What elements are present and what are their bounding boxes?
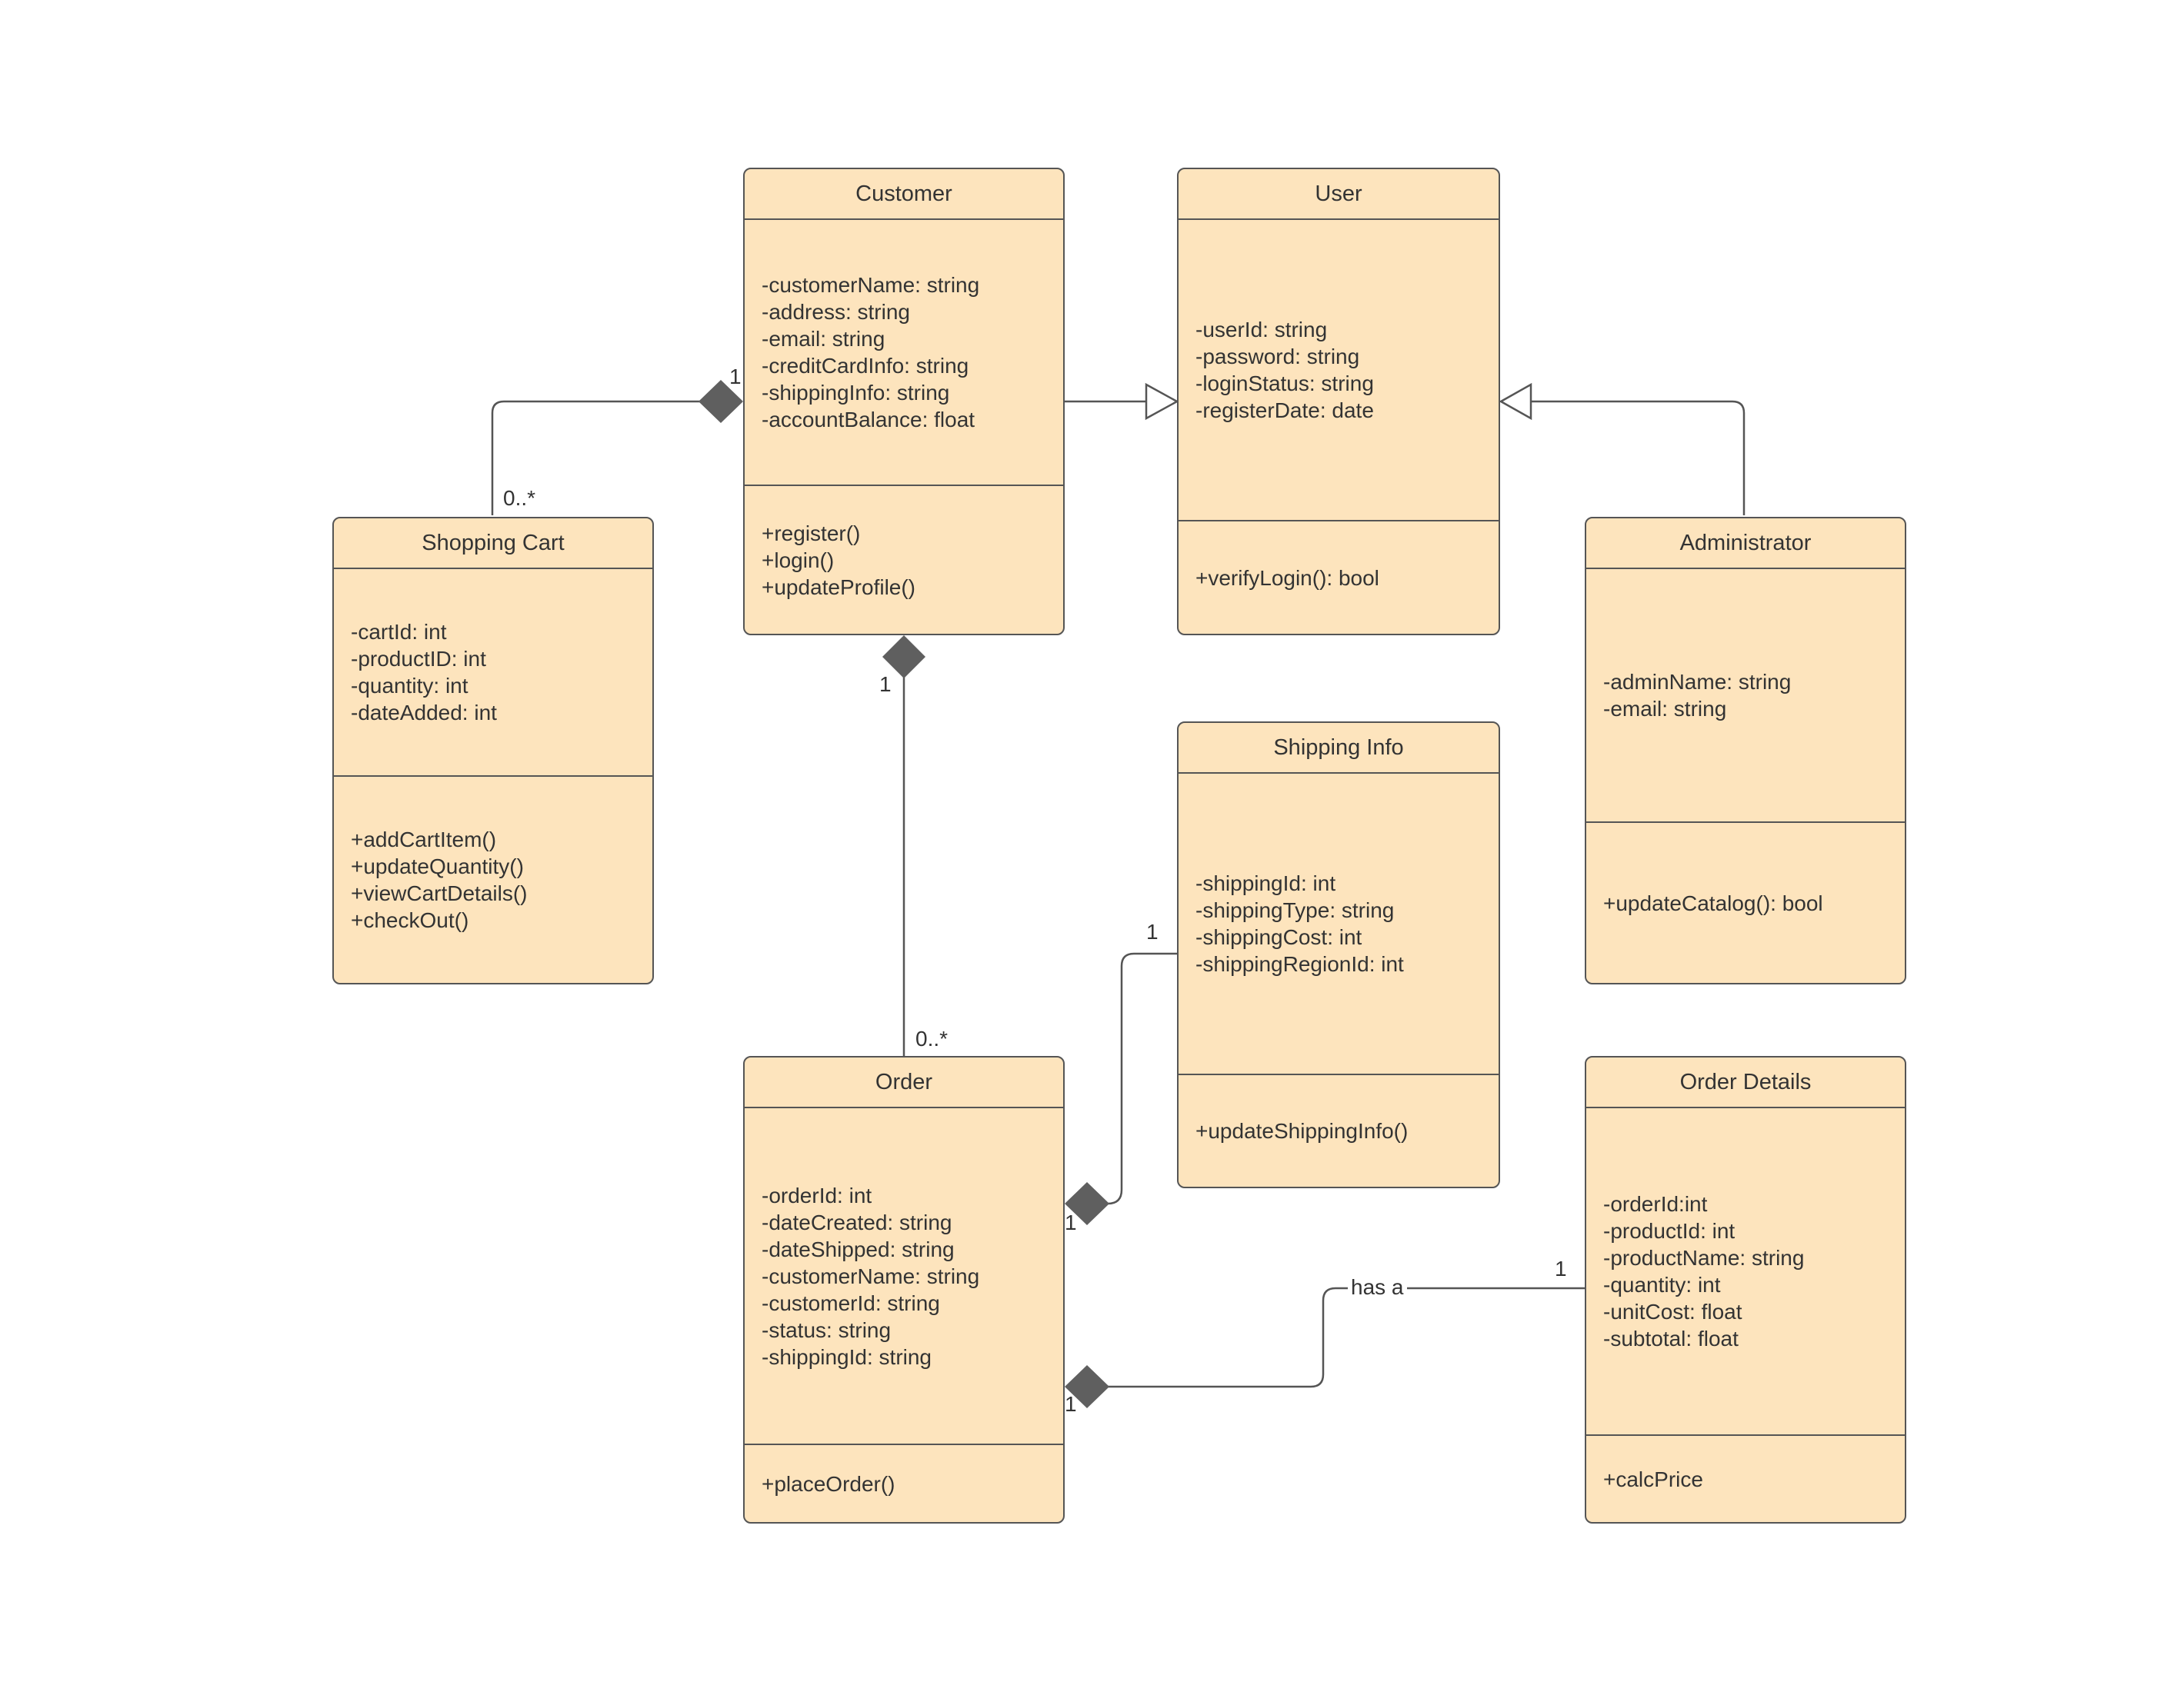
customer-cart-association-line — [491, 400, 700, 515]
admin-user-generalization-line — [1531, 400, 1746, 515]
class-methods: +addCartItem() +updateQuantity() +viewCa… — [334, 777, 652, 983]
class-shopping-cart[interactable]: Shopping Cart -cartId: int -productID: i… — [332, 517, 654, 984]
class-attributes: -orderId:int -productId: int -productNam… — [1586, 1108, 1905, 1436]
method: +placeOrder() — [762, 1471, 895, 1496]
attribute: -dateAdded: int — [351, 701, 497, 724]
attribute: -customerName: string — [762, 273, 980, 297]
attribute: -adminName: string — [1603, 670, 1792, 694]
attribute: -customerId: string — [762, 1291, 940, 1315]
method: +addCartItem() — [351, 828, 497, 851]
multiplicity-label: 1 — [1065, 1392, 1077, 1416]
attribute: -dateCreated: string — [762, 1210, 952, 1234]
attribute: -orderId:int — [1603, 1192, 1708, 1216]
attribute: -email: string — [1603, 697, 1727, 721]
method: +verifyLogin(): bool — [1195, 565, 1379, 590]
attribute: -dateShipped: string — [762, 1237, 955, 1261]
attribute: -shippingId: string — [762, 1344, 932, 1369]
attribute: -accountBalance: float — [762, 408, 975, 431]
class-methods: +register() +login() +updateProfile() — [745, 486, 1063, 634]
class-name: Administrator — [1586, 518, 1905, 569]
composition-diamond — [699, 380, 743, 423]
attribute: -quantity: int — [1603, 1273, 1721, 1297]
attribute: -address: string — [762, 300, 910, 324]
class-shipping-info[interactable]: Shipping Info -shippingId: int -shipping… — [1177, 721, 1500, 1188]
class-attributes: -cartId: int -productID: int -quantity: … — [334, 569, 652, 777]
attribute: -cartId: int — [351, 620, 447, 644]
class-name: Shopping Cart — [334, 518, 652, 569]
attribute: -creditCardInfo: string — [762, 354, 969, 378]
attribute: -customerName: string — [762, 1264, 980, 1288]
class-name: Customer — [745, 169, 1063, 220]
order-shipping-association-line — [1107, 952, 1177, 1205]
attribute: -shippingType: string — [1195, 898, 1395, 922]
class-name: Order Details — [1586, 1058, 1905, 1108]
class-name: Shipping Info — [1179, 723, 1499, 774]
class-attributes: -orderId: int -dateCreated: string -date… — [745, 1108, 1063, 1445]
attribute: -status: string — [762, 1317, 892, 1342]
method: +viewCartDetails() — [351, 881, 528, 905]
class-methods: +placeOrder() — [745, 1445, 1063, 1522]
class-attributes: -adminName: string -email: string — [1586, 569, 1905, 823]
multiplicity-label: 1 — [1065, 1211, 1077, 1234]
class-user[interactable]: User -userId: string -password: string -… — [1177, 168, 1500, 635]
class-methods: +updateShippingInfo() — [1179, 1075, 1499, 1187]
attribute: -shippingId: int — [1195, 871, 1336, 895]
method: +checkOut() — [351, 908, 469, 932]
attribute: -productId: int — [1603, 1219, 1736, 1243]
class-administrator[interactable]: Administrator -adminName: string -email:… — [1585, 517, 1906, 984]
class-name: User — [1179, 169, 1499, 220]
class-attributes: -customerName: string -address: string -… — [745, 220, 1063, 486]
class-attributes: -shippingId: int -shippingType: string -… — [1179, 774, 1499, 1075]
attribute: -email: string — [762, 327, 885, 351]
order-details-association-line — [1108, 1287, 1585, 1388]
attribute: -productID: int — [351, 647, 486, 671]
association-label: has a — [1348, 1275, 1407, 1300]
attribute: -loginStatus: string — [1195, 371, 1374, 395]
composition-diamond — [1065, 1182, 1109, 1225]
composition-diamond — [882, 635, 925, 678]
multiplicity-label: 0..* — [915, 1027, 949, 1051]
attribute: -quantity: int — [351, 674, 468, 698]
attribute: -unitCost: float — [1603, 1300, 1742, 1324]
multiplicity-label: 1 — [729, 365, 742, 388]
method: +calcPrice — [1603, 1467, 1703, 1491]
attribute: -productName: string — [1603, 1246, 1805, 1270]
method: +updateShippingInfo() — [1195, 1119, 1409, 1143]
class-order[interactable]: Order -orderId: int -dateCreated: string… — [743, 1056, 1065, 1524]
attribute: -shippingCost: int — [1195, 925, 1362, 949]
class-customer[interactable]: Customer -customerName: string -address:… — [743, 168, 1065, 635]
method: +login() — [762, 548, 835, 572]
class-name: Order — [745, 1058, 1063, 1108]
method: +updateCatalog(): bool — [1603, 891, 1823, 915]
attribute: -userId: string — [1195, 318, 1328, 341]
multiplicity-label: 0..* — [503, 486, 536, 510]
attribute: -registerDate: date — [1195, 398, 1374, 422]
attribute: -orderId: int — [762, 1183, 872, 1207]
attribute: -shippingInfo: string — [762, 381, 950, 405]
attribute: -subtotal: float — [1603, 1327, 1739, 1351]
class-methods: +updateCatalog(): bool — [1586, 823, 1905, 983]
generalization-arrowhead — [1499, 382, 1532, 421]
class-attributes: -userId: string -password: string -login… — [1179, 220, 1499, 521]
attribute: -shippingRegionId: int — [1195, 952, 1404, 976]
generalization-arrowhead — [1145, 382, 1179, 421]
multiplicity-label: 1 — [879, 672, 892, 696]
class-order-details[interactable]: Order Details -orderId:int -productId: i… — [1585, 1056, 1906, 1524]
attribute: -password: string — [1195, 345, 1360, 368]
method: +updateProfile() — [762, 575, 916, 599]
multiplicity-label: 1 — [1146, 920, 1159, 944]
class-methods: +verifyLogin(): bool — [1179, 521, 1499, 634]
method: +register() — [762, 521, 861, 545]
method: +updateQuantity() — [351, 854, 524, 878]
class-methods: +calcPrice — [1586, 1436, 1905, 1522]
multiplicity-label: 1 — [1555, 1257, 1567, 1281]
composition-diamond — [1065, 1365, 1109, 1408]
